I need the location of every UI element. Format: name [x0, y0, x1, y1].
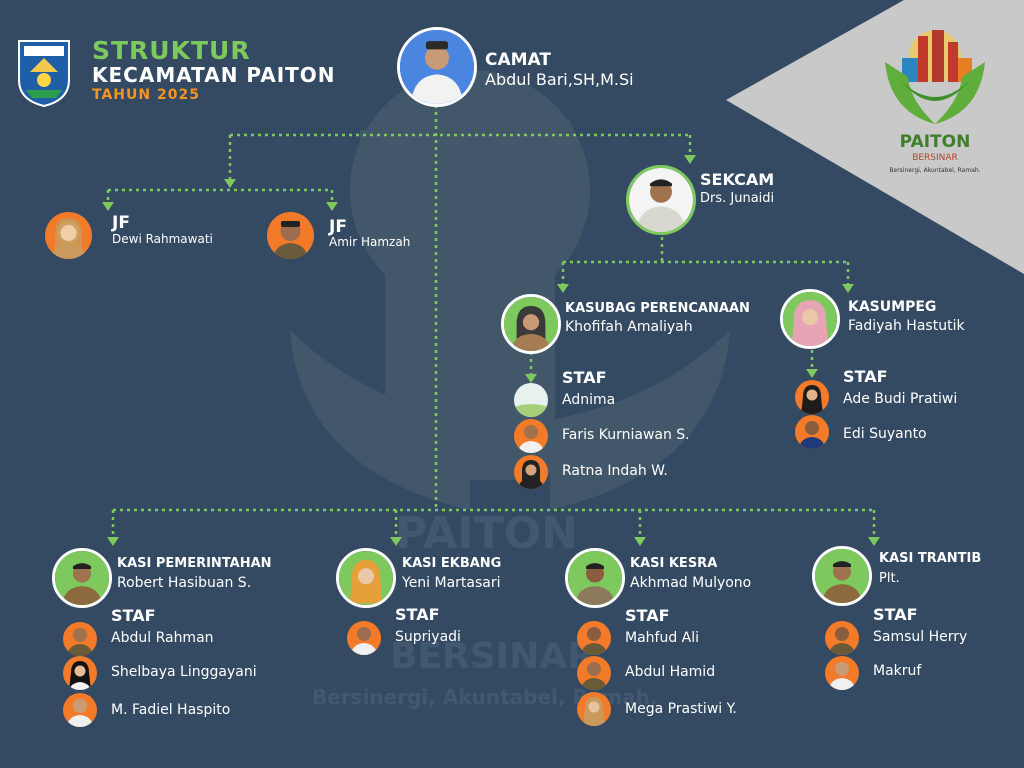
ekbang-staf-label: STAF: [395, 605, 440, 624]
jf2-name: Amir Hamzah: [329, 235, 411, 249]
pemerintahan-staf-2: M. Fadiel Haspito: [111, 702, 231, 718]
perencanaan-staf-1: Faris Kurniawan S.: [562, 427, 690, 443]
kesra-staf-0: Mahfud Ali: [625, 630, 700, 646]
jf1-role: JF: [112, 213, 130, 233]
title-kecamatan: KECAMATAN PAITON: [92, 63, 336, 87]
kesra-staf-label: STAF: [625, 606, 670, 625]
jf2-photo: [267, 212, 314, 259]
ekbang-name: Yeni Martasari: [402, 575, 501, 591]
staf-photo-abdul-hamid: [577, 656, 611, 690]
staf-photo-adnima: [514, 383, 548, 417]
staf-photo-ratna: [514, 455, 548, 489]
sekcam-name: Drs. Junaidi: [700, 191, 775, 206]
pemerintahan-staf-label: STAF: [111, 606, 156, 625]
staf-photo-mega: [577, 692, 611, 726]
kesra-name: Akhmad Mulyono: [630, 575, 752, 591]
perencanaan-photo: [501, 294, 561, 354]
kasumpeg-name: Fadiyah Hastutik: [848, 318, 965, 334]
watermark-line1: PAITON: [395, 508, 578, 559]
ekbang-staf-0: Supriyadi: [395, 629, 461, 645]
paiton-logo: PAITON BERSINAR Bersinergi, Akuntabel, R…: [880, 22, 990, 186]
ekbang-role: KASI EKBANG: [402, 556, 502, 571]
perencanaan-staf-label: STAF: [562, 368, 607, 387]
logo-motto: Bersinergi, Akuntabel, Ramah.: [889, 167, 981, 174]
trantib-staf-0: Samsul Herry: [873, 629, 968, 645]
jf1-name: Dewi Rahmawati: [112, 232, 213, 246]
perencanaan-name: Khofifah Amaliyah: [565, 319, 693, 335]
staf-photo-makruf: [825, 656, 859, 690]
kesra-photo: [565, 548, 625, 608]
logo-tagline: BERSINAR: [912, 153, 958, 163]
kasumpeg-staf-0: Ade Budi Pratiwi: [843, 391, 958, 407]
perencanaan-staf-0: Adnima: [562, 392, 616, 408]
staf-photo-fadiel: [63, 693, 97, 727]
sekcam-photo: [626, 165, 696, 235]
trantib-name: Plt.: [879, 571, 900, 586]
trantib-staf-label: STAF: [873, 605, 918, 624]
camat-name: Abdul Bari,SH,M.Si: [485, 70, 634, 89]
staf-photo-samsul: [825, 621, 859, 655]
ekbang-photo: [336, 548, 396, 608]
staf-photo-supriyadi: [347, 621, 381, 655]
jf2-role: JF: [329, 217, 347, 237]
camat-photo: [397, 27, 477, 107]
kasumpeg-staf-1: Edi Suyanto: [843, 426, 927, 442]
staf-photo-shelbaya: [63, 656, 97, 690]
sekcam-role: SEKCAM: [700, 170, 775, 189]
camat-role: CAMAT: [485, 50, 551, 70]
kasumpeg-photo: [780, 289, 840, 349]
kesra-staf-2: Mega Prastiwi Y.: [625, 701, 737, 717]
pemerintahan-photo: [52, 548, 112, 608]
trantib-role: KASI TRANTIB: [879, 551, 982, 566]
kasumpeg-role: KASUMPEG: [848, 299, 937, 315]
staf-photo-abdul-rahman: [63, 622, 97, 656]
title-year: TAHUN 2025: [92, 87, 200, 103]
perencanaan-role: KASUBAG PERENCANAAN: [565, 301, 750, 316]
kesra-role: KASI KESRA: [630, 556, 718, 571]
staf-photo-ade: [795, 380, 829, 414]
kesra-staf-1: Abdul Hamid: [625, 664, 716, 680]
perencanaan-staf-2: Ratna Indah W.: [562, 463, 668, 479]
staf-photo-faris: [514, 419, 548, 453]
pemerintahan-role: KASI PEMERINTAHAN: [117, 556, 272, 571]
title-struktur: STRUKTUR: [92, 36, 251, 65]
paiton-logo-icon: [885, 30, 985, 124]
kasumpeg-staf-label: STAF: [843, 367, 888, 386]
staf-photo-mahfud: [577, 621, 611, 655]
staf-photo-edi: [795, 415, 829, 449]
trantib-photo: [812, 546, 872, 606]
pemerintahan-name: Robert Hasibuan S.: [117, 575, 252, 591]
jf1-photo: [45, 212, 92, 259]
regency-emblem-icon: [18, 40, 70, 108]
pemerintahan-staf-1: Shelbaya Linggayani: [111, 664, 257, 680]
watermark-line2: BERSINAR: [390, 636, 595, 677]
logo-brand: PAITON: [899, 132, 971, 152]
pemerintahan-staf-0: Abdul Rahman: [111, 630, 214, 646]
trantib-staf-1: Makruf: [873, 663, 922, 679]
